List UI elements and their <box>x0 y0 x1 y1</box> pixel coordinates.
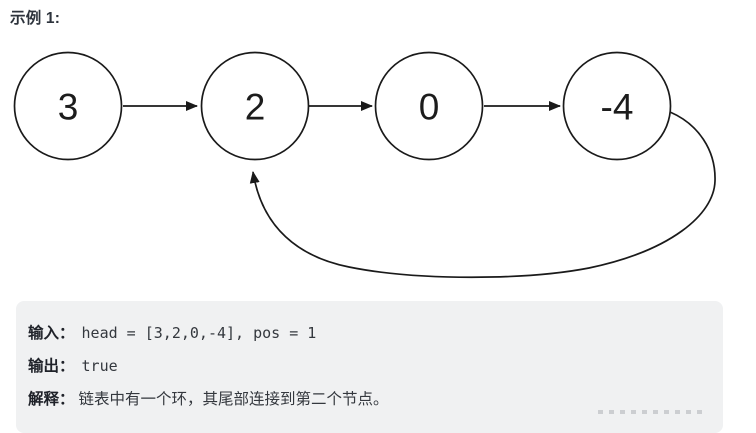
node-circle <box>13 51 123 161</box>
node-value: 3 <box>58 87 79 128</box>
node-value: 2 <box>245 87 266 128</box>
example-heading: 示例 1: <box>10 10 61 27</box>
input-line: 输入： head = [3,2,0,-4], pos = 1 <box>28 317 713 350</box>
input-label: 输入： <box>28 325 75 342</box>
linked-list-diagram: 3 2 0 -4 <box>13 51 716 279</box>
node-circle <box>374 51 484 161</box>
output-line: 输出： true <box>28 350 713 383</box>
explanation-label: 解释： <box>28 391 75 408</box>
example-page: { "page": { "title": "示例 1:" }, "diagram… <box>10 10 723 433</box>
node-circle <box>200 51 310 161</box>
input-value: head = [3,2,0,-4], pos = 1 <box>81 324 317 342</box>
node-circle <box>562 51 672 161</box>
output-value: true <box>81 357 118 375</box>
node-value: 0 <box>419 87 440 128</box>
explanation-value: 链表中有一个环，其尾部连接到第二个节点。 <box>78 391 389 408</box>
clipped-text-fragment <box>598 410 702 414</box>
cycle-edge-arrow <box>249 111 716 279</box>
explanation-line: 解释：链表中有一个环，其尾部连接到第二个节点。 <box>28 383 713 416</box>
output-label: 输出： <box>28 358 75 375</box>
node-value: -4 <box>601 87 634 128</box>
